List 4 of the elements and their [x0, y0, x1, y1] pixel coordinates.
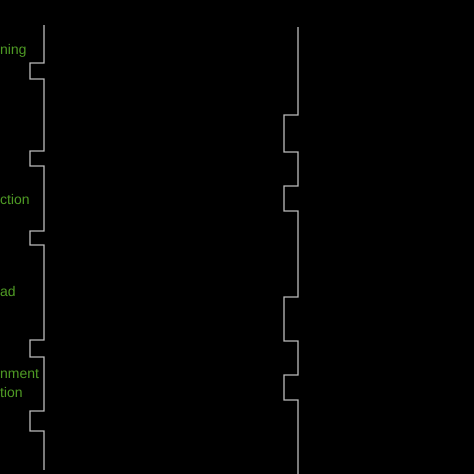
signal-name: ction [0, 190, 31, 209]
signal-name: ad [0, 282, 17, 301]
signal-name: ning [0, 40, 28, 59]
signal-name: nment tion [0, 364, 40, 402]
